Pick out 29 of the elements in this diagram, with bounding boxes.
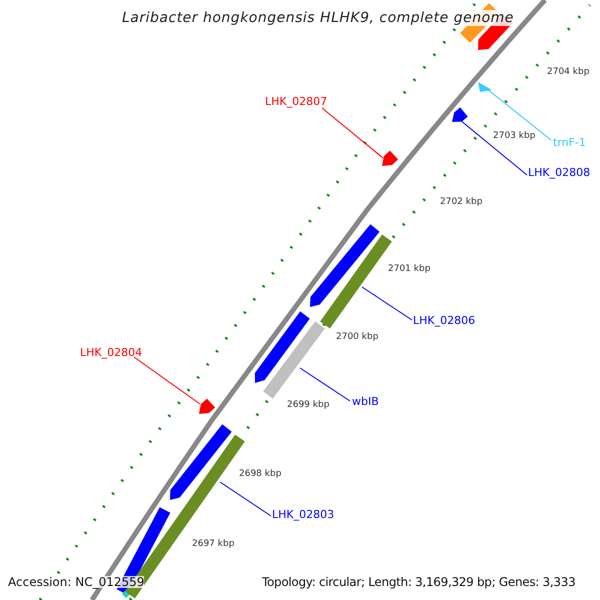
- gene-feature: [452, 107, 468, 122]
- leader-line: [460, 120, 528, 176]
- leader-line: [486, 88, 552, 140]
- accession-text: Accession: NC_012559: [8, 576, 144, 588]
- scale-label: 2700 kbp: [336, 333, 378, 342]
- leader-line: [300, 368, 350, 402]
- scale-label: 2698 kbp: [239, 470, 282, 479]
- scale-label: 2703 kbp: [493, 132, 536, 141]
- scale-label: 2701 kbp: [388, 265, 430, 274]
- leader-line: [134, 356, 200, 404]
- gene-label: LHK_02806: [413, 315, 476, 326]
- gene-feature: [478, 82, 492, 92]
- map-title: Laribacter hongkongensis HLHK9, complete genome: [120, 10, 516, 26]
- summary-text: Topology: circular; Length: 3,169,329 bp; Genes: 3,333: [262, 576, 576, 588]
- gene-label: LHK_02804: [80, 347, 142, 358]
- leader-line: [362, 286, 412, 320]
- scale-label: 2704 kbp: [547, 68, 590, 77]
- gene-label: LHK_02808: [528, 167, 590, 178]
- gene-feature: [263, 321, 325, 399]
- leader-line: [220, 482, 272, 516]
- gene-label: wbIB: [352, 396, 379, 407]
- gene-label: LHK_02807: [265, 96, 328, 107]
- scale-label: 2702 kbp: [440, 198, 482, 207]
- scale-label: 2697 kbp: [192, 540, 234, 549]
- gene-feature: [199, 398, 216, 414]
- leader-line: [322, 108, 384, 158]
- gene-feature: [382, 150, 398, 166]
- gene-label: LHK_02803: [272, 509, 334, 520]
- gene-label: trnF-1: [553, 137, 586, 148]
